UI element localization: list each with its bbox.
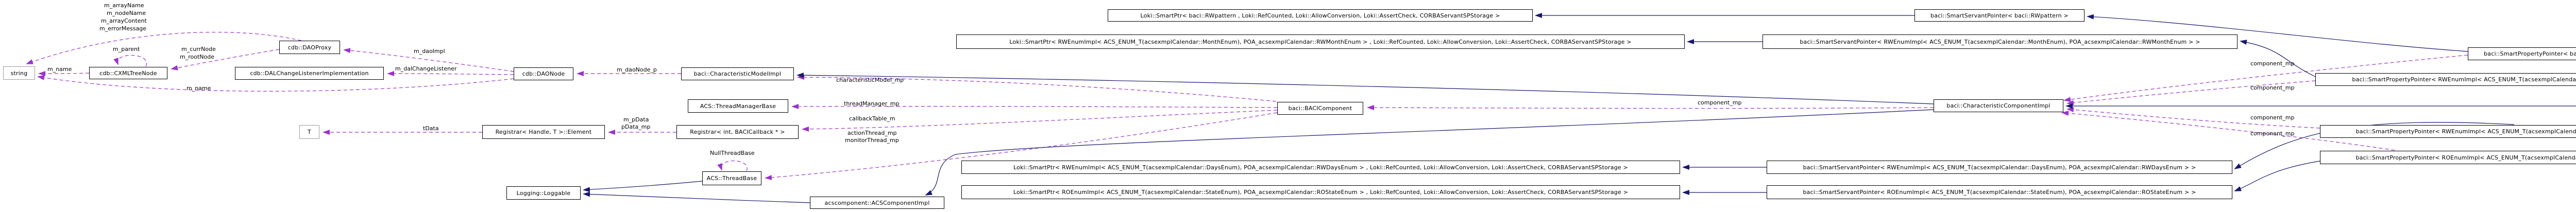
class-node-daonode[interactable]: cdb::DAONode	[514, 67, 573, 80]
class-node-threadmanagerbase[interactable]: ACS::ThreadManagerBase	[688, 99, 788, 113]
class-node-loki-month[interactable]: Loki::SmartPtr< RWEnumImpl< ACS_ENUM_T(a…	[956, 34, 1685, 49]
edge-threadbase-self-usage-arrow	[717, 161, 748, 171]
edge-label-nullthreadbase: NullThreadBase	[710, 150, 755, 156]
class-node-string: string	[3, 66, 35, 80]
edge-charcompimpl-acscomponentimpl-inheritance-arrow	[925, 109, 1934, 196]
class-node-bacicomponent[interactable]: baci::BACIComponent	[1277, 102, 1363, 115]
edge-label-actionthread-mp: actionThread_mp	[848, 130, 897, 136]
edge-daonode-string-usage-arrow	[37, 75, 514, 92]
class-node-loki-state[interactable]: Loki::SmartPtr< ROEnumImpl< ACS_ENUM_T(a…	[961, 185, 1680, 199]
edge-label-component-mp-r3: component_mp	[2250, 114, 2295, 121]
edge-spp-state-ssp-state-inheritance-arrow	[2234, 161, 2320, 191]
class-node-ssp-days[interactable]: baci::SmartServantPointer< RWEnumImpl< A…	[1767, 161, 2232, 174]
edge-label-callbacktable-m: callbackTable_m	[849, 115, 895, 122]
class-node-ssp-month[interactable]: baci::SmartServantPointer< RWEnumImpl< A…	[1762, 34, 2238, 49]
class-node-registrar-element[interactable]: Registrar< Handle, T >::Element	[482, 125, 605, 139]
class-node-charmodelimpl[interactable]: baci::CharacteristicModelImpl	[681, 67, 794, 80]
edge-label-m-arraycontent: m_arrayContent	[101, 17, 147, 24]
class-node-loggable[interactable]: Logging::Loggable	[506, 186, 581, 200]
class-node-registrar-int[interactable]: Registrar< int, BACICallback * >	[676, 125, 799, 139]
edge-daonode-daoproxy-usage-arrow	[343, 48, 514, 72]
class-node-spp-days[interactable]: baci::SmartPropertyPointer< RWEnumImpl< …	[2320, 125, 2576, 138]
class-node-t-param: T	[299, 125, 319, 139]
edge-daoproxy-cxmltreenode-usage-arrow	[171, 49, 280, 70]
class-node-threadbase[interactable]: ACS::ThreadBase	[702, 171, 761, 185]
edge-label-component-mp-r4: component_mp	[2250, 130, 2295, 137]
edge-label-m-pdata: m_pData	[623, 116, 649, 123]
class-node-spp-rwpattern[interactable]: baci::SmartPropertyPointer< baci::RWpatt…	[2468, 47, 2576, 60]
edge-spp-month-ssp-month-inheritance-arrow	[2240, 40, 2316, 77]
edge-label-tdata: tData	[423, 125, 439, 132]
class-node-acscomponentimpl[interactable]: acscomponent::ACSComponentImpl	[810, 197, 944, 209]
edge-label-m-name-2: m_name	[187, 85, 211, 92]
edge-label-m-name-1: m_name	[47, 66, 72, 73]
class-node-loki-rwpattern[interactable]: Loki::SmartPtr< baci::RWpattern , Loki::…	[1108, 9, 1533, 22]
edge-charcompimpl-charmodel-inheritance-arrow	[796, 73, 1934, 104]
edge-label-monitorthread-mp: monitorThread_mp	[845, 137, 899, 144]
edge-acscomponentimpl-loggable-inheritance-arrow	[583, 191, 810, 203]
class-node-cxmltreenode[interactable]: cdb::CXMLTreeNode	[89, 67, 167, 79]
edge-charcompimpl-bacicomponent-usage-arrow	[1367, 105, 1934, 111]
class-node-ssp-state[interactable]: baci::SmartServantPointer< ROEnumImpl< A…	[1767, 185, 2232, 199]
class-node-charcompimpl[interactable]: baci::CharacteristicComponentImpl	[1934, 99, 2063, 112]
edge-threadbase-loggable-inheritance-arrow	[583, 181, 703, 192]
edge-label-m-dalchangelistener: m_dalChangeListener	[395, 65, 457, 72]
class-node-spp-month[interactable]: baci::SmartPropertyPointer< RWEnumImpl< …	[2315, 73, 2576, 86]
edge-bacicomponent-threadmanager-usage-arrow	[791, 103, 1278, 109]
class-node-loki-days[interactable]: Loki::SmartPtr< RWEnumImpl< ACS_ENUM_T(a…	[961, 161, 1680, 174]
edge-label-component-mp-r1: component_mp	[2250, 60, 2295, 67]
edge-label-m-daoimpl: m_daoImpl	[414, 48, 445, 55]
edge-spp-rw-charcompimpl-usage-arrow	[2063, 55, 2468, 102]
edge-cxmltreenode-string-usage-arrow	[38, 70, 90, 76]
edge-bacicomponent-charmodel-usage-arrow	[797, 75, 1277, 102]
edge-daoproxy-string-usage-arrow	[26, 31, 302, 64]
class-node-dalchangelistener[interactable]: cdb::DALChangeListenerImplementation	[235, 67, 384, 80]
edge-spp-state-charcompimpl-usage-arrow	[2061, 111, 2395, 151]
edge-label-threadmanager-mp: threadManager_mp	[844, 100, 900, 107]
edge-label-characteristicmodel-mp: characteristicModel_mp	[836, 77, 904, 83]
edge-spp-rw-ssp-rw-inheritance-arrow	[2087, 14, 2468, 52]
edge-daonode-dal-usage-arrow	[387, 71, 514, 77]
class-node-daoproxy[interactable]: cdb::DAOProxy	[279, 41, 340, 54]
edge-label-pdata-mp: pData_mp	[621, 123, 651, 130]
edge-label-m-parent: m_parent	[113, 46, 140, 52]
edge-label-m-daonode-p: m_daoNode_p	[617, 66, 657, 73]
edge-label-component-mp-r2: component_mp	[2250, 84, 2295, 91]
edge-label-m-rootnode: m_rootNode	[180, 54, 214, 60]
edge-cxmltreenode-self-usage-arrow	[113, 55, 147, 67]
edge-bacicomponent-regint-usage-arrow	[802, 110, 1278, 132]
class-node-ssp-rwpattern[interactable]: baci::SmartServantPointer< baci::RWpatte…	[1914, 9, 2084, 22]
edge-bacicomponent-threadbase-usage-arrow	[765, 112, 1278, 180]
edge-label-m-nodename: m_nodeName	[107, 10, 146, 16]
edge-label-m-arrayname: m_arrayName	[104, 2, 144, 9]
class-node-spp-state[interactable]: baci::SmartPropertyPointer< ROEnumImpl< …	[2320, 151, 2576, 164]
edges-group	[26, 13, 2576, 203]
edge-spp-days-charcompimpl-usage-arrow	[2066, 107, 2320, 129]
edge-label-component-mp-mid: component_mp	[1698, 99, 1742, 106]
edge-label-m-currnode: m_currNode	[181, 46, 216, 52]
edge-label-m-errormessage: m_errorMessage	[99, 25, 147, 32]
